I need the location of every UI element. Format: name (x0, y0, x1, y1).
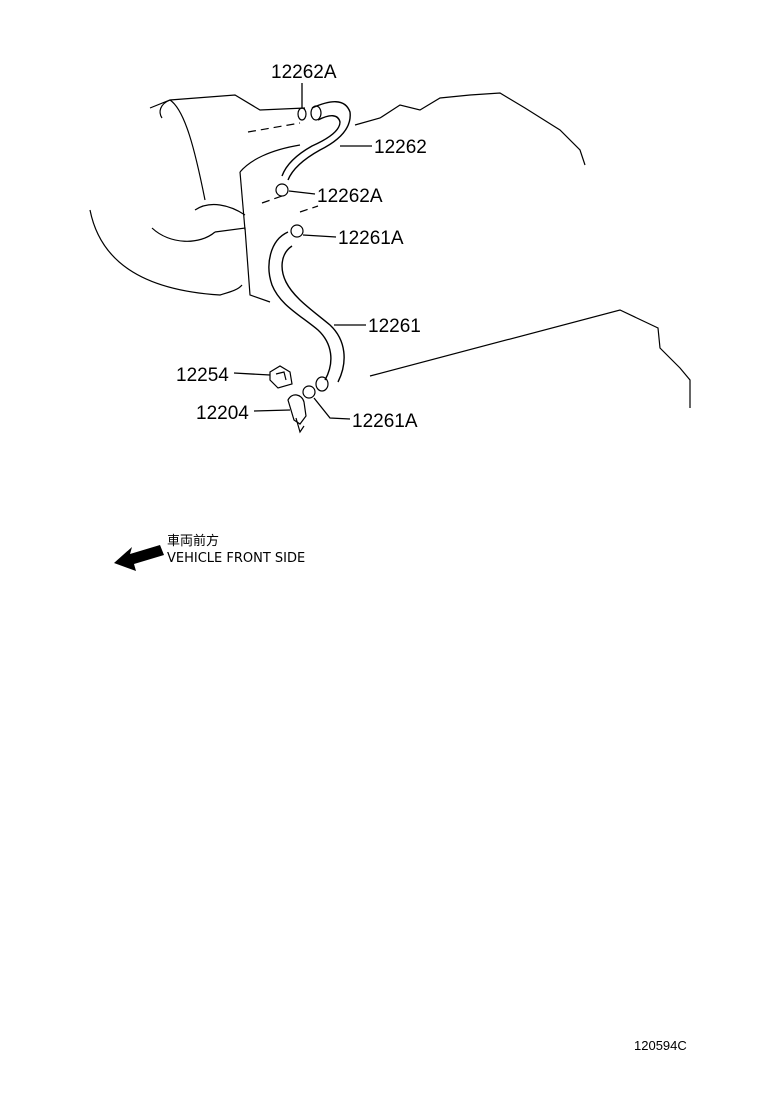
label-clamp-12261A-bottom: 12261A (352, 411, 418, 432)
clamp-12261A-bottom (302, 385, 316, 399)
leader-lines (233, 83, 372, 420)
clamp-12262A-top (297, 107, 307, 121)
label-clamp-12262A-top: 12262A (271, 62, 337, 83)
label-gasket-12254: 12254 (176, 365, 229, 386)
label-pcv-valve-12204: 12204 (196, 403, 249, 424)
direction-japanese: 車両前方 (167, 533, 219, 549)
clamp-12261A-top (290, 224, 304, 238)
clamp-12262A-bottom (275, 183, 289, 197)
arrow-left-icon (114, 545, 164, 571)
label-hose-12262: 12262 (374, 137, 427, 158)
pcv-valve-12204 (287, 394, 307, 434)
engine-outline (89, 92, 691, 408)
hose-12262 (281, 101, 351, 181)
label-clamp-12261A-top: 12261A (338, 228, 404, 249)
gasket-12254 (269, 365, 293, 389)
direction-english: VEHICLE FRONT SIDE (167, 551, 305, 566)
label-hose-12261: 12261 (368, 316, 421, 337)
label-clamp-12262A-bottom: 12262A (317, 186, 383, 207)
hose-12261 (268, 231, 345, 392)
figure-id: 120594C (634, 1038, 687, 1053)
